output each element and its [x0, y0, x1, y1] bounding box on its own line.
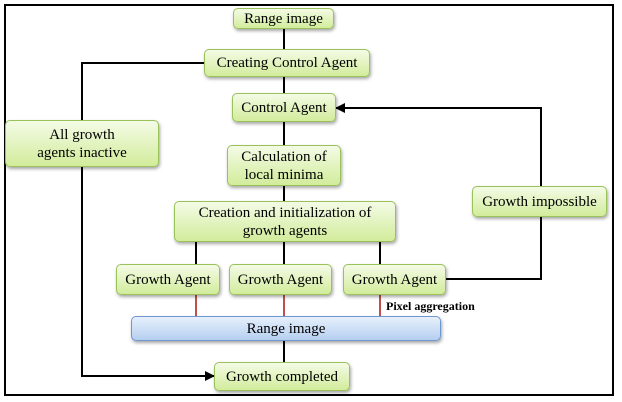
creation-init-growth-agents: Creation and initialization of growth ag…	[174, 201, 396, 242]
pixel-aggregation-label: Pixel aggregation	[386, 299, 475, 313]
calculation-local-minima: Calculation of local minima	[227, 145, 341, 186]
growth-impossible: Growth impossible	[472, 186, 607, 217]
creating-control-agent: Creating Control Agent	[204, 49, 370, 77]
range-image-top: Range image	[233, 8, 334, 29]
line-loop-left	[81, 62, 215, 381]
growth-agent-3: Growth Agent	[343, 264, 446, 295]
growth-agent-2: Growth Agent	[229, 264, 332, 295]
growth-agent-1: Growth Agent	[116, 264, 220, 295]
growth-completed: Growth completed	[214, 362, 350, 391]
range-image-bottom: Range image	[131, 316, 441, 341]
all-growth-agents-inactive: All growth agents inactive	[5, 120, 159, 167]
control-agent: Control Agent	[232, 93, 336, 122]
